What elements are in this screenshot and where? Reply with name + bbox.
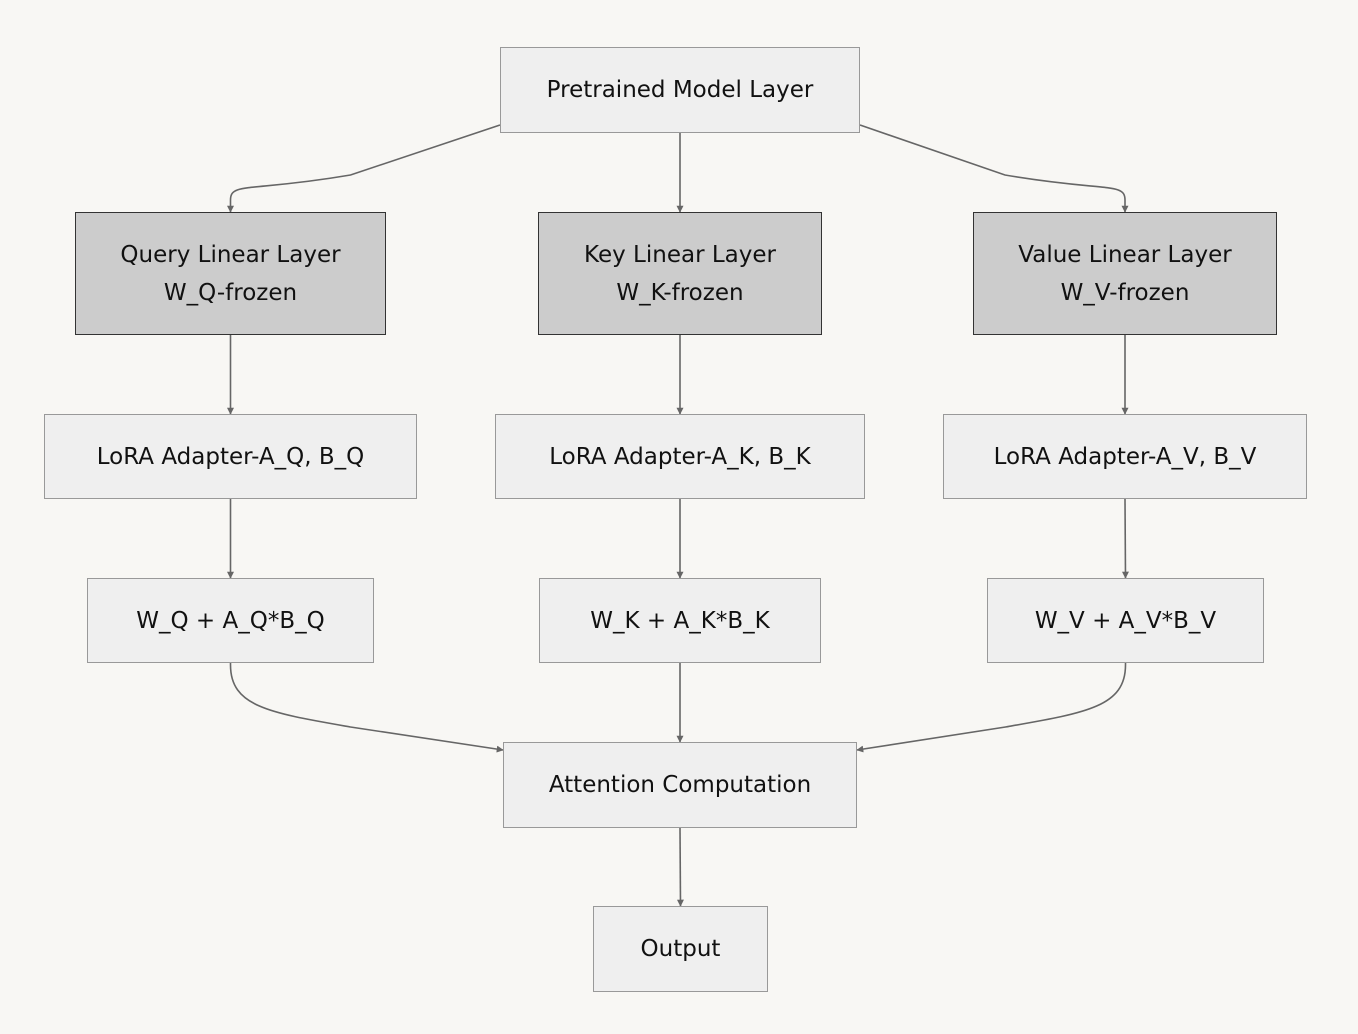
- node-key-linear-layer: Key Linear Layer W_K-frozen: [538, 212, 822, 335]
- node-label: W_Q + A_Q*B_Q: [136, 607, 325, 634]
- node-pretrained-model-layer: Pretrained Model Layer: [500, 47, 860, 133]
- edge-lora_v-to-merge_v: [1121, 498, 1129, 579]
- node-output: Output: [593, 906, 768, 992]
- node-sublabel: W_Q-frozen: [163, 279, 298, 306]
- node-label: Output: [640, 936, 721, 962]
- node-sublabel: W_V-frozen: [1060, 279, 1190, 306]
- node-label: Query Linear Layer: [120, 241, 341, 268]
- edge-merge_q-to-attention: [229, 663, 504, 753]
- node-merged-weight-k: W_K + A_K*B_K: [539, 578, 821, 663]
- node-value-linear-layer: Value Linear Layer W_V-frozen: [973, 212, 1277, 335]
- node-label: W_K + A_K*B_K: [590, 607, 770, 634]
- node-label: W_V + A_V*B_V: [1034, 607, 1217, 634]
- node-label: Key Linear Layer: [584, 241, 776, 268]
- edge-pretrained-to-query: [227, 124, 501, 213]
- node-merged-weight-v: W_V + A_V*B_V: [987, 578, 1264, 663]
- node-sublabel: W_K-frozen: [616, 279, 744, 306]
- node-lora-adapter-k: LoRA Adapter-A_K, B_K: [495, 414, 865, 499]
- node-lora-adapter-q: LoRA Adapter-A_Q, B_Q: [44, 414, 417, 499]
- edge-attention-to-output: [676, 827, 684, 907]
- node-query-linear-layer: Query Linear Layer W_Q-frozen: [75, 212, 386, 335]
- node-label: LoRA Adapter-A_Q, B_Q: [96, 443, 365, 470]
- node-label: LoRA Adapter-A_K, B_K: [549, 443, 811, 470]
- node-attention-computation: Attention Computation: [503, 742, 857, 828]
- node-label: Pretrained Model Layer: [546, 77, 814, 103]
- node-label: Attention Computation: [548, 772, 812, 798]
- node-label: LoRA Adapter-A_V, B_V: [993, 443, 1257, 470]
- node-lora-adapter-v: LoRA Adapter-A_V, B_V: [943, 414, 1307, 499]
- edge-merge_v-to-attention: [856, 663, 1127, 753]
- node-label: Value Linear Layer: [1018, 241, 1232, 268]
- edge-pretrained-to-value: [859, 124, 1129, 213]
- node-merged-weight-q: W_Q + A_Q*B_Q: [87, 578, 374, 663]
